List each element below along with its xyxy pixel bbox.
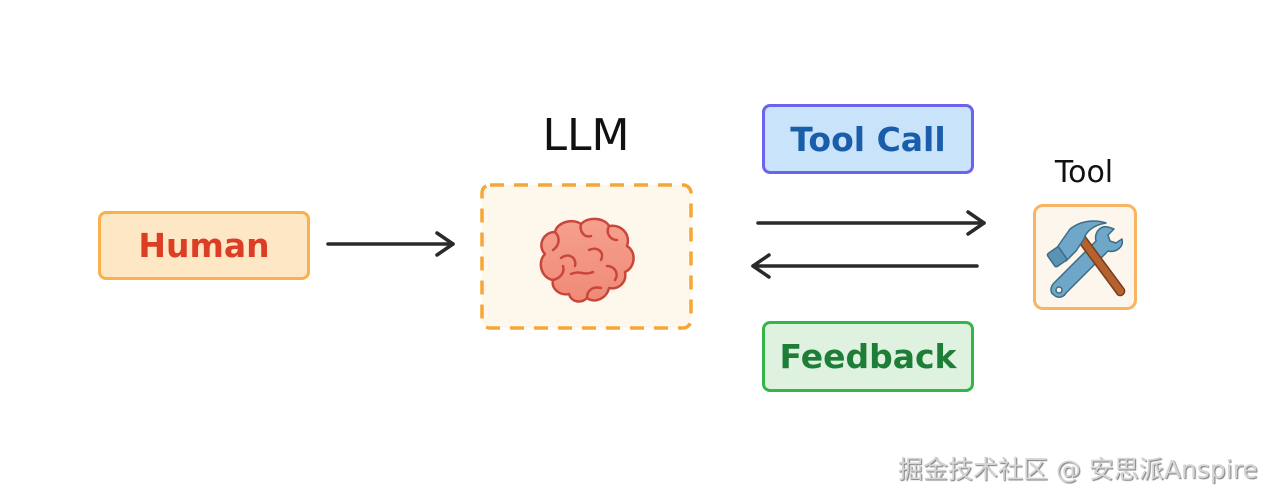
feedback-label: Feedback [779, 337, 957, 376]
hammer-wrench-icon [1046, 220, 1126, 298]
tool-call-node: Tool Call [762, 104, 974, 174]
human-node: Human [98, 211, 310, 280]
human-label: Human [138, 226, 270, 265]
brain-icon [539, 217, 635, 303]
tool-node [1033, 204, 1137, 310]
llm-title: LLM [542, 110, 630, 161]
tool-title: Tool [1054, 155, 1114, 190]
llm-node [480, 183, 693, 330]
feedback-node: Feedback [762, 321, 974, 392]
tool-call-label: Tool Call [790, 119, 946, 159]
watermark: 掘金技术社区 @ 安思派Anspire [898, 455, 1258, 484]
